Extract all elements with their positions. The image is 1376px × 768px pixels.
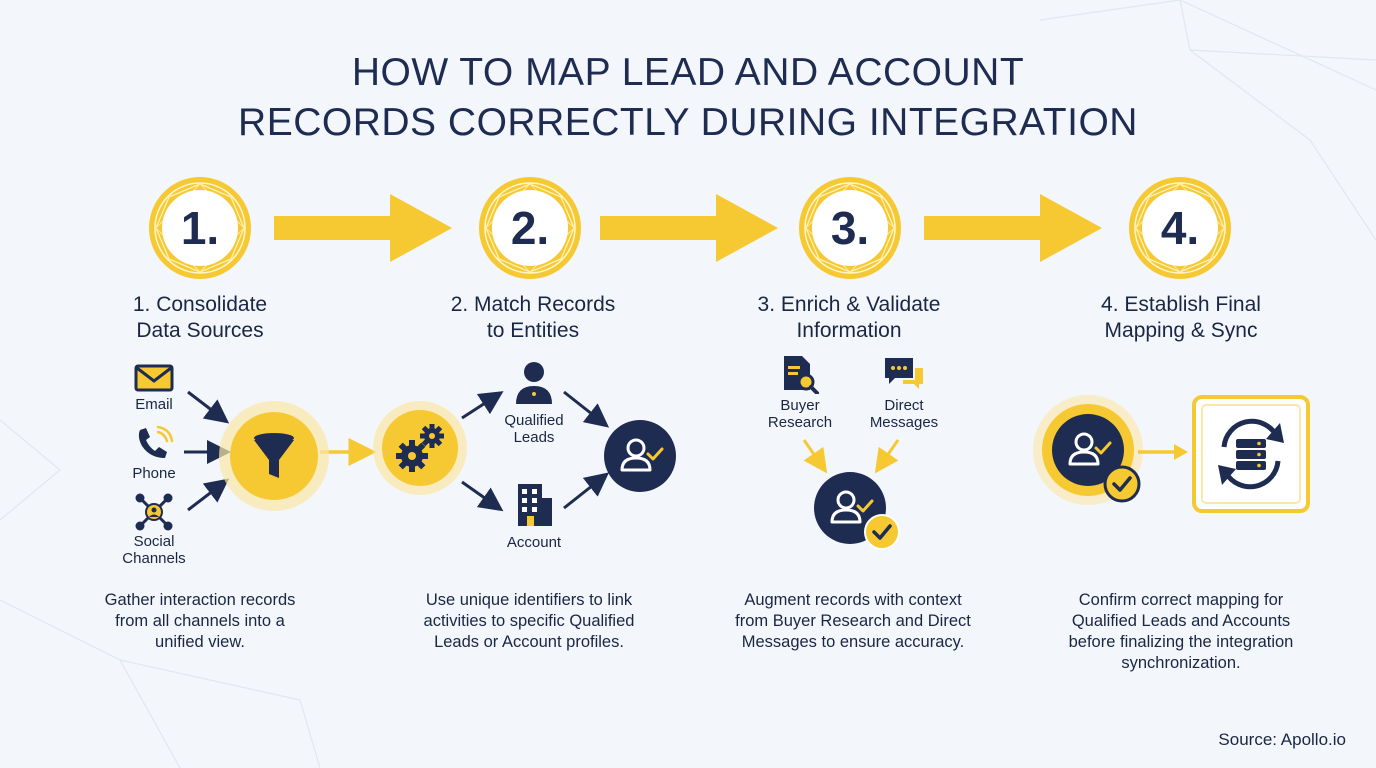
step-2-number: 2. (511, 202, 549, 254)
building-icon (518, 484, 552, 526)
source-social-label-line-1: Social (133, 533, 175, 550)
step-2-description-line-1: Use unique identifiers to link (425, 591, 633, 609)
step-1-to-2-arrow (274, 194, 452, 262)
step-1-description-line-1: Gather interaction records (104, 591, 296, 609)
target-qualified-leads-label: Qualified Leads (494, 412, 574, 446)
step-2-heading: 2. Match Records to Entities (383, 292, 683, 344)
database-sync-icon (1192, 395, 1310, 513)
input-direct-messages-label-line-2: Messages (869, 414, 939, 431)
step-4-heading-line-2: Mapping & Sync (1104, 319, 1258, 342)
step-1-heading-line-1: 1. Consolidate (132, 293, 268, 316)
step-1-badge: 1. (148, 176, 252, 280)
step-3-flow-arrows (802, 439, 900, 474)
funnel-icon (254, 433, 294, 478)
step-4-description-line-3: before finalizing the integration (1068, 633, 1294, 651)
target-qualified-leads-label-line-1: Qualified (504, 412, 564, 429)
step-3-to-4-arrow (924, 194, 1102, 262)
step-2-description-line-2: activities to specific Qualified (423, 612, 635, 630)
step-4-description-line-2: Qualified Leads and Accounts (1071, 612, 1291, 630)
step-1-description-line-3: unified view. (155, 633, 245, 651)
source-email-label: Email (135, 396, 173, 413)
step-3-description: Augment records with context from Buyer … (703, 590, 1003, 653)
gears-hub (373, 401, 467, 495)
step-4-description-line-4: synchronization. (1121, 654, 1241, 672)
network-icon (135, 493, 173, 531)
verified-user-icon (812, 470, 900, 550)
input-direct-messages-label: Direct Messages (860, 397, 948, 431)
step-4-number: 4. (1161, 202, 1199, 254)
step-3-heading-line-1: 3. Enrich & Validate (757, 293, 941, 316)
document-search-icon (784, 356, 819, 394)
step-3-description-line-3: Messages to ensure accuracy. (741, 633, 965, 651)
step-2-heading-line-1: 2. Match Records (450, 293, 616, 316)
step-4-flow-arrow (1138, 444, 1188, 460)
input-direct-messages-label-line-1: Direct (884, 397, 924, 414)
input-buyer-research-label-line-1: Buyer (780, 397, 820, 414)
target-qualified-leads-label-line-2: Leads (513, 429, 555, 446)
verified-user-icon (602, 418, 678, 494)
source-social-label: Social Channels (114, 533, 194, 567)
source-note: Source: Apollo.io (1218, 730, 1346, 749)
envelope-icon (134, 364, 174, 392)
step-2-to-3-arrow (600, 194, 778, 262)
funnel-hub (219, 401, 329, 511)
step-3-heading-line-2: Information (796, 319, 902, 342)
target-account-label: Account (506, 534, 562, 551)
step-1-description-line-2: from all channels into a (115, 612, 285, 630)
page-title-line-2: RECORDS CORRECTLY DURING INTEGRATION (238, 101, 1138, 144)
step-4-description: Confirm correct mapping for Qualified Le… (1031, 590, 1331, 674)
step-4-heading-line-1: 4. Establish Final (1101, 293, 1261, 316)
step-2-description-line-3: Leads or Account profiles. (434, 633, 624, 651)
input-buyer-research-label-line-2: Research (767, 414, 833, 431)
step-1-description: Gather interaction records from all chan… (50, 590, 350, 653)
step-4-badge: 4. (1128, 176, 1232, 280)
page-title-line-1: HOW TO MAP LEAD AND ACCOUNT (351, 51, 1025, 94)
step-3-heading: 3. Enrich & Validate Information (699, 292, 999, 344)
step-4-description-line-1: Confirm correct mapping for (1078, 591, 1284, 609)
final-user-hub (1033, 395, 1143, 505)
source-social-label-line-2: Channels (122, 550, 186, 567)
step-1-number: 1. (181, 202, 219, 254)
person-icon (516, 362, 552, 404)
step-2-flow-arrows (461, 390, 610, 512)
step-3-number: 3. (831, 202, 869, 254)
step-4-heading: 4. Establish Final Mapping & Sync (1031, 292, 1331, 344)
phone-icon (138, 426, 174, 458)
step-3-badge: 3. (798, 176, 902, 280)
step-2-badge: 2. (478, 176, 582, 280)
step-1-heading: 1. Consolidate Data Sources (50, 292, 350, 344)
step-2-heading-line-2: to Entities (486, 319, 580, 342)
step-2-description: Use unique identifiers to link activitie… (379, 590, 679, 653)
source-phone-label: Phone (132, 465, 176, 482)
step-3-description-line-2: from Buyer Research and Direct (735, 612, 971, 630)
input-buyer-research-label: Buyer Research (756, 397, 844, 431)
step-3-description-line-1: Augment records with context (744, 591, 962, 609)
page-title: HOW TO MAP LEAD AND ACCOUNT RECORDS CORR… (0, 48, 1376, 148)
step-1-heading-line-2: Data Sources (136, 319, 264, 342)
chat-bubbles-icon (885, 358, 923, 389)
